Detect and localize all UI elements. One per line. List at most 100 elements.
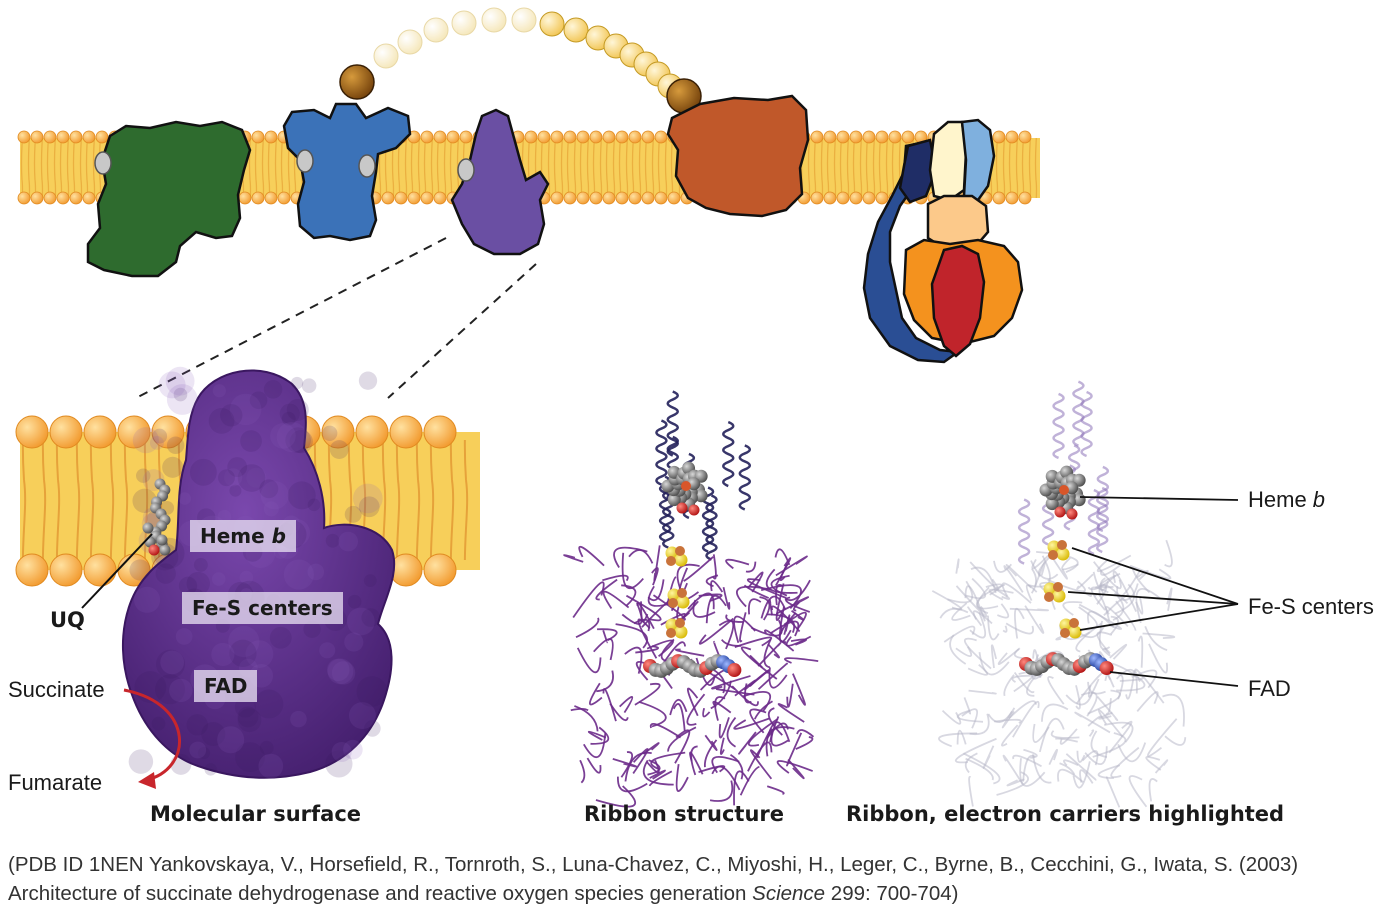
- surface-bump: [286, 398, 309, 421]
- ribbon-strand: [1059, 728, 1078, 745]
- fumarate-label: Fumarate: [8, 770, 103, 795]
- surface-bump: [326, 658, 350, 682]
- lipid-head: [251, 191, 265, 205]
- lipid-head: [1005, 130, 1019, 144]
- fes-atom: [677, 588, 687, 598]
- ribbon-strand: [1063, 759, 1079, 767]
- fes-atom: [668, 598, 678, 608]
- lipid-head: [238, 191, 252, 205]
- ribbon-strand: [1148, 643, 1168, 674]
- ribbon-strand: [718, 717, 730, 739]
- ribbon-strand: [1019, 758, 1046, 787]
- ribbon-strand: [1075, 685, 1081, 710]
- ubiquinone-molecule: [142, 478, 171, 556]
- ribbon-strand: [749, 708, 767, 734]
- ribbon-strand: [1135, 596, 1144, 615]
- ribbon-strand: [1002, 625, 1008, 633]
- ribbon-strand: [642, 759, 674, 786]
- fes-atom: [1069, 618, 1079, 628]
- lipid-head: [82, 191, 96, 205]
- surface-bump: [356, 676, 388, 707]
- ribbon-strand: [674, 729, 691, 764]
- ribbon-strand: [790, 638, 807, 646]
- helix: [1052, 392, 1065, 460]
- lipid-head: [30, 130, 44, 144]
- surface-bump: [129, 559, 151, 581]
- lipid-head: [1018, 191, 1032, 205]
- lipid-head: [17, 130, 31, 144]
- ribbon-strand: [690, 745, 698, 776]
- surface-bump: [211, 642, 235, 667]
- succinate-fumarate-arrow: [123, 688, 181, 782]
- surface-bump: [178, 492, 192, 505]
- ribbon-strand: [965, 757, 994, 781]
- ribbon-strand: [994, 718, 1022, 724]
- ribbon-strand: [703, 739, 718, 768]
- ribbon-strand: [621, 552, 644, 590]
- ribbon-strand: [1036, 550, 1079, 574]
- ribbon-strand: [965, 577, 986, 600]
- ribbon-strand: [698, 765, 726, 774]
- ribbon-strand: [1024, 605, 1045, 634]
- surface-bump: [290, 376, 304, 390]
- ribbon-strand: [1012, 754, 1042, 768]
- lipid-head: [15, 553, 49, 587]
- lipid-head: [277, 191, 291, 205]
- atp-synthase-f1-red: [930, 244, 986, 358]
- uq-atom: [142, 522, 154, 534]
- callout-line-heme: [1079, 496, 1239, 501]
- ribbon-strand: [970, 566, 997, 594]
- cytochrome-c-bead: [563, 17, 589, 43]
- ribbon-strand: [1031, 754, 1052, 784]
- surface-bump: [303, 620, 321, 638]
- ribbon-strand: [1061, 557, 1079, 571]
- surface-bump: [132, 427, 159, 454]
- surface-bump: [227, 457, 248, 477]
- lipid-head: [459, 130, 473, 144]
- ribbon-strand: [776, 760, 813, 774]
- lipid-head: [355, 415, 389, 449]
- surface-bump: [175, 628, 193, 645]
- surface-bump: [259, 479, 279, 499]
- ribbon-strand: [1065, 691, 1094, 706]
- ribbon-strand: [1097, 709, 1124, 737]
- ribbon-strand: [1003, 565, 1024, 593]
- atp-synthase-c-ring-right: [960, 118, 996, 202]
- ribbon-strand: [733, 717, 770, 730]
- fes-atom: [1057, 540, 1067, 550]
- surface-bump: [283, 559, 314, 590]
- lipid-head: [602, 191, 616, 205]
- lipid-head: [83, 553, 117, 587]
- ribbon-strand: [759, 596, 771, 621]
- ribbon-strand: [1117, 742, 1147, 763]
- lipid-head: [875, 130, 889, 144]
- ribbon-strand: [635, 645, 659, 654]
- fes-atom: [1056, 547, 1070, 561]
- heme-iron: [681, 481, 691, 491]
- ribbon-strand: [1154, 759, 1169, 774]
- ribbon-strand: [997, 647, 1021, 665]
- ribbon-strand: [705, 574, 719, 588]
- zoom-line-left: [135, 237, 447, 399]
- lipid-head: [423, 415, 457, 449]
- ribbon-strand: [976, 586, 999, 610]
- lipid-head: [563, 130, 577, 144]
- callout-fad-label: FAD: [1248, 676, 1291, 701]
- ribbon-strand: [1142, 632, 1176, 639]
- ribbon-strand: [1002, 754, 1024, 785]
- surface-bump: [162, 456, 184, 478]
- surface-bump: [358, 496, 380, 518]
- surface-bump: [204, 763, 217, 776]
- ribbon-strand: [652, 594, 686, 621]
- surface-bump: [240, 430, 262, 452]
- ribbon-strand: [964, 752, 978, 774]
- fad-label-box: FAD: [194, 670, 258, 702]
- ribbon-strand: [702, 707, 711, 718]
- ribbon-strand: [750, 749, 773, 780]
- surface-bump: [319, 642, 336, 659]
- ribbon-strand: [593, 638, 614, 661]
- ribbon-strand: [647, 759, 661, 776]
- heme-iron: [1059, 485, 1069, 495]
- ribbon-strand: [996, 771, 1029, 796]
- surface-bump: [263, 380, 283, 399]
